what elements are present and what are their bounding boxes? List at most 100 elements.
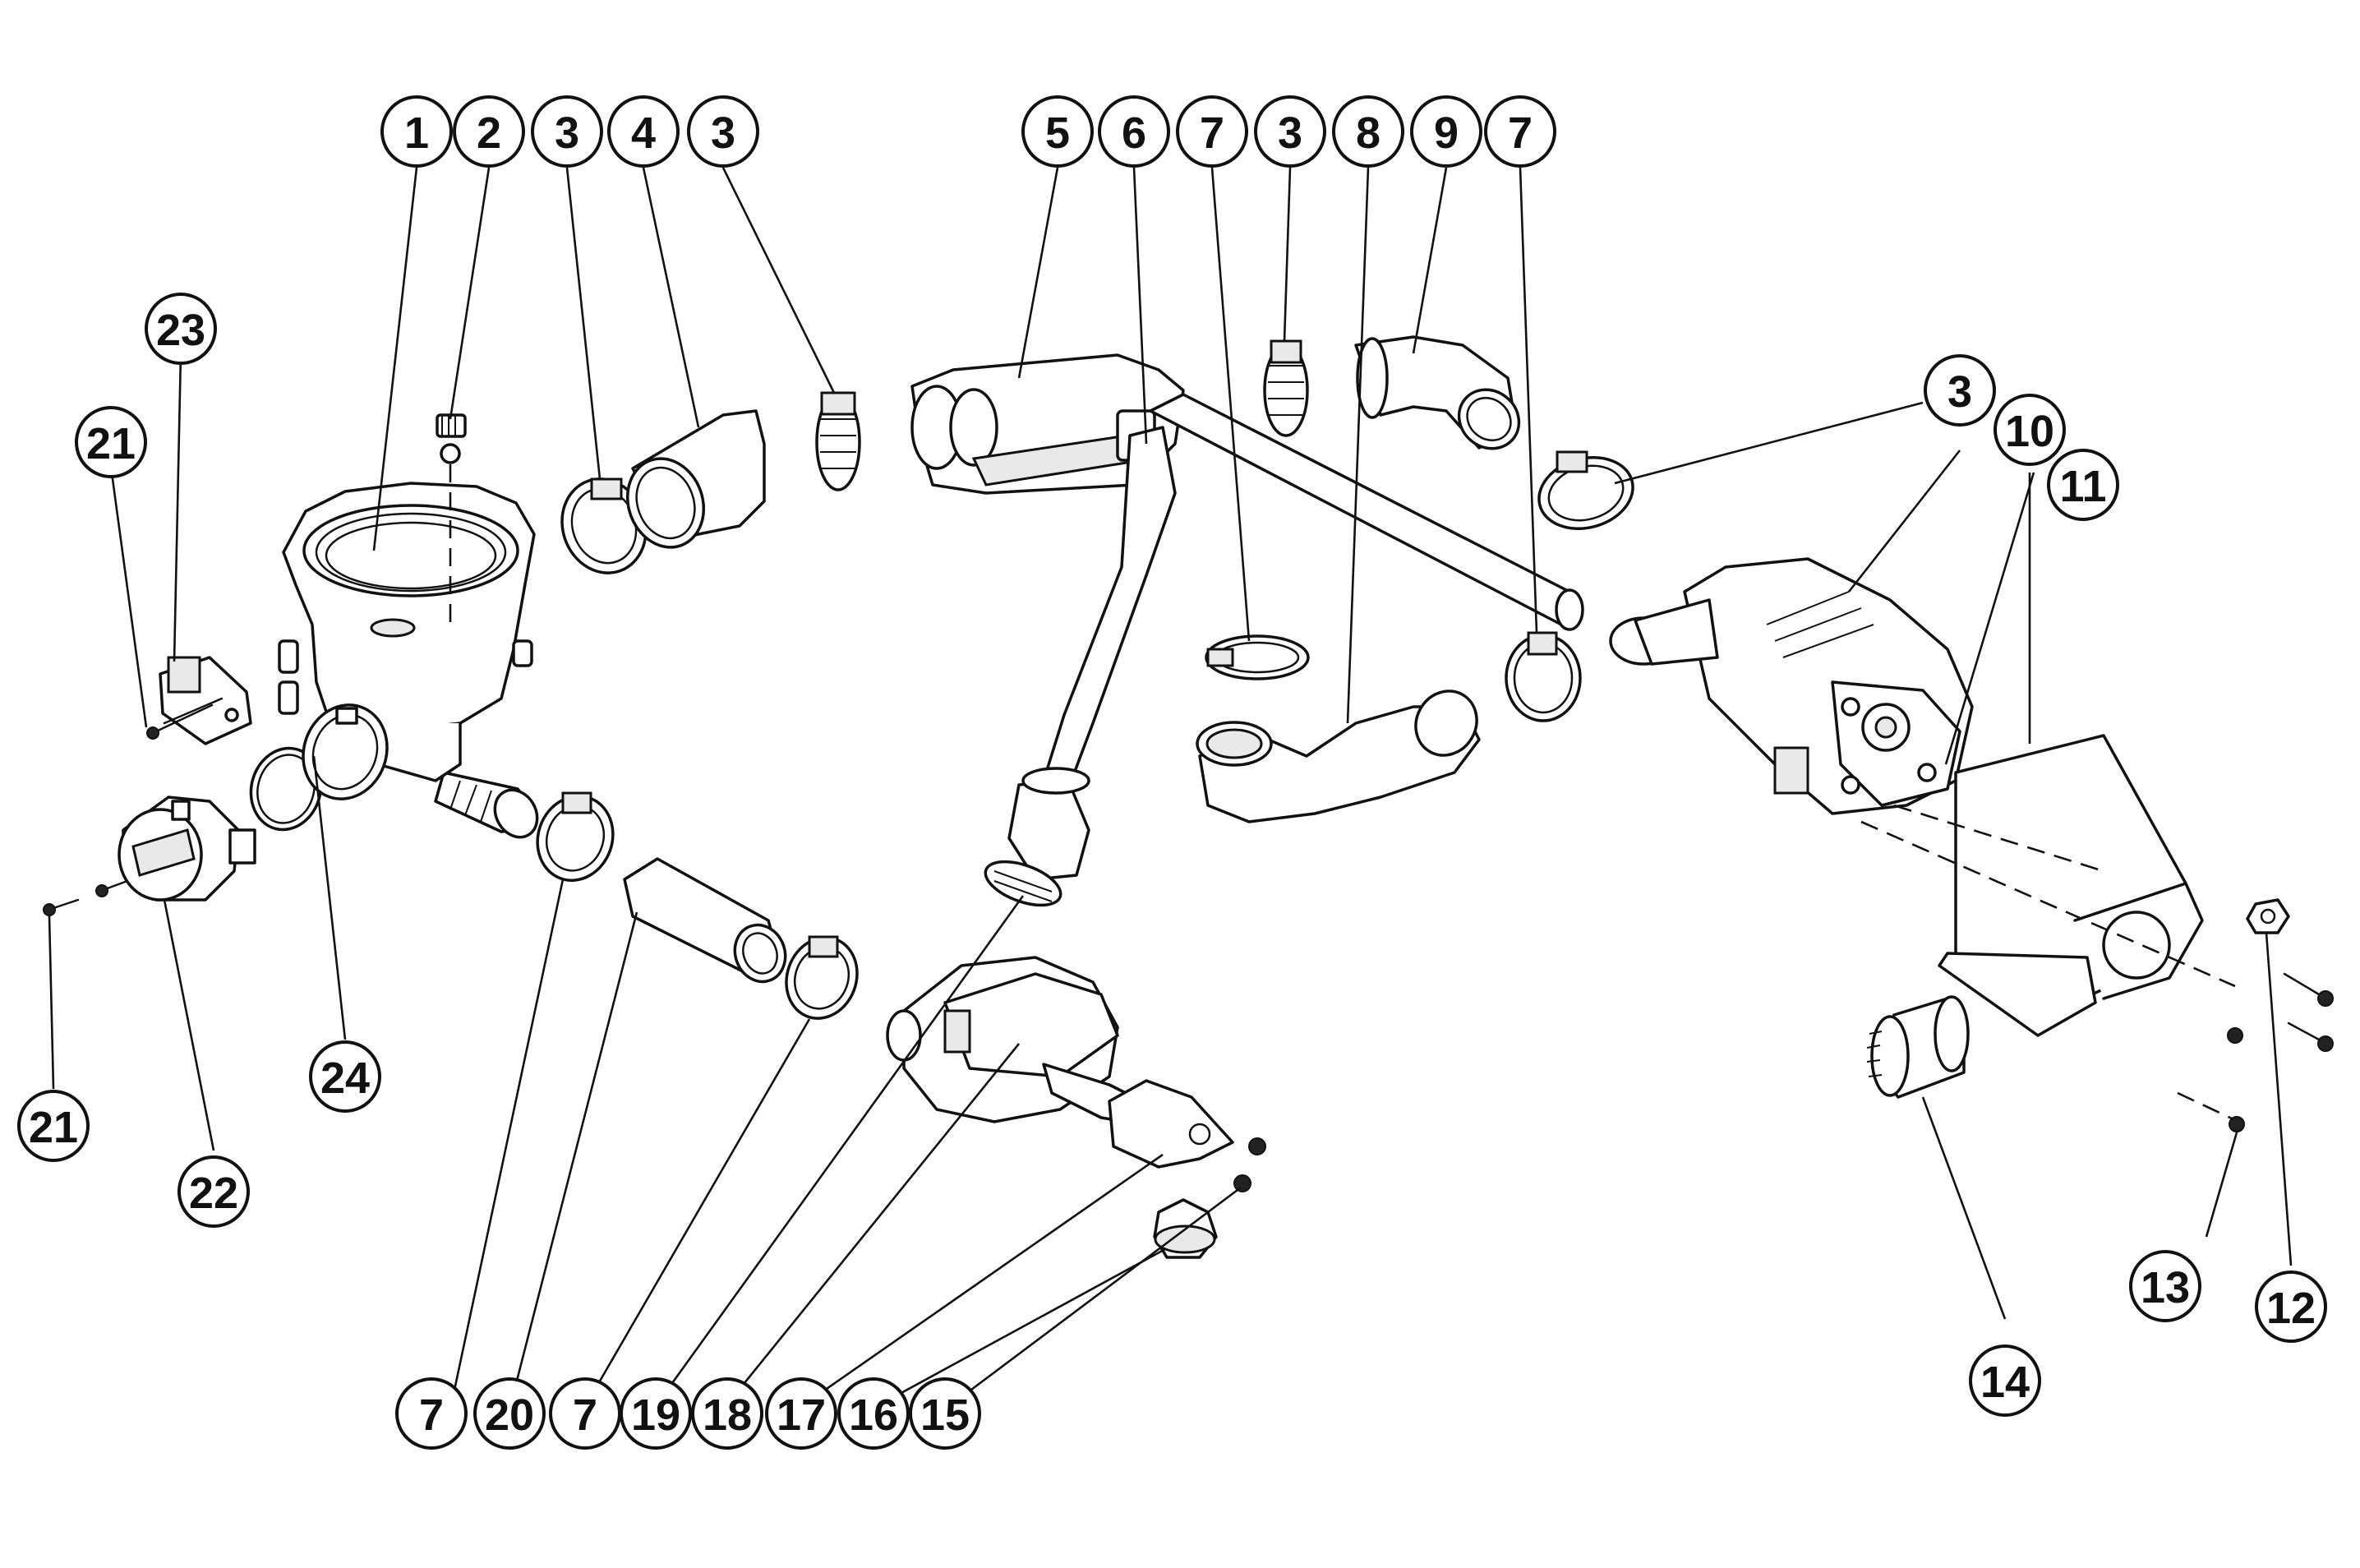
manifold-distributor <box>910 353 1185 495</box>
callout-circle <box>2129 1250 2201 1322</box>
callout-number: 10 <box>2005 407 2054 456</box>
callout-circle <box>607 95 680 168</box>
hose-clamp-7d <box>536 791 615 882</box>
callout-number: 21 <box>29 1103 78 1152</box>
callout-number: 3 <box>1278 108 1302 158</box>
callout-number: 24 <box>320 1054 370 1103</box>
callout-24: 24 <box>309 1040 381 1113</box>
callout-number: 2 <box>477 108 501 158</box>
callout-6: 6 <box>1098 95 1170 168</box>
callout-number: 23 <box>156 306 205 355</box>
callout-circle <box>2047 449 2119 521</box>
callout-number: 11 <box>2059 462 2106 511</box>
callout-number: 4 <box>631 108 656 158</box>
callout-number: 17 <box>777 1390 826 1440</box>
callout-19: 19 <box>620 1377 692 1450</box>
hose-clamp-7e <box>785 935 859 1020</box>
callout-15: 15 <box>909 1377 981 1450</box>
callout-circle <box>691 1377 763 1450</box>
callout-7: 7 <box>395 1377 468 1450</box>
callout-number: 22 <box>189 1169 238 1218</box>
callout-circle <box>2255 1271 2327 1343</box>
callout-12: 12 <box>2255 1271 2327 1343</box>
callout-number: 7 <box>573 1390 597 1440</box>
callout-10: 10 <box>1994 394 2066 466</box>
callout-circle <box>309 1040 381 1113</box>
hex-nut <box>2246 898 2290 934</box>
callout-circle <box>1254 95 1326 168</box>
callout-number: 6 <box>1122 108 1146 158</box>
callout-number: 14 <box>1980 1358 2030 1407</box>
callout-number: 19 <box>631 1390 680 1440</box>
screw-set-21 <box>43 697 224 916</box>
housing-adapter-ring <box>302 703 389 800</box>
callout-circle <box>1484 95 1556 168</box>
callout-23: 23 <box>145 293 217 365</box>
callout-circle <box>453 95 525 168</box>
elbow-hose-9 <box>1354 335 1521 450</box>
drain-hose-8 <box>1196 689 1481 823</box>
callout-number: 3 <box>1947 367 1972 417</box>
callout-number: 13 <box>2141 1263 2190 1312</box>
callout-7: 7 <box>1484 95 1556 168</box>
callout-circle <box>1410 95 1482 168</box>
callout-number: 15 <box>920 1390 970 1440</box>
callout-number: 20 <box>485 1390 534 1440</box>
callout-5: 5 <box>1021 95 1094 168</box>
callout-circle <box>1969 1344 2041 1417</box>
pipe-6 <box>1042 393 1584 791</box>
callout-circle <box>380 95 453 168</box>
callout-number: 5 <box>1045 108 1070 158</box>
callout-circle <box>145 293 217 365</box>
callout-7: 7 <box>549 1377 621 1450</box>
callout-circle <box>1924 354 1996 427</box>
hose-clamp-3d <box>1537 450 1634 531</box>
callout-circle <box>75 406 147 478</box>
callout-circle <box>909 1377 981 1450</box>
pump-motor <box>1609 557 1974 815</box>
callout-number: 12 <box>2266 1284 2316 1333</box>
hose-clamp-7 <box>984 860 1062 907</box>
hose-clamp-3c <box>1263 339 1309 437</box>
callout-number: 3 <box>711 108 735 158</box>
callout-3: 3 <box>531 95 603 168</box>
callout-4: 4 <box>607 95 680 168</box>
callout-circle <box>687 95 759 168</box>
callout-14: 14 <box>1969 1344 2041 1417</box>
callout-3: 3 <box>1924 354 1996 427</box>
callout-number: 21 <box>86 419 136 468</box>
callout-number: 9 <box>1434 108 1459 158</box>
callout-circle <box>17 1090 90 1162</box>
bent-hose-4 <box>625 409 766 549</box>
callout-circle <box>837 1377 910 1450</box>
callout-20: 20 <box>473 1377 546 1450</box>
callout-number: 1 <box>404 108 429 158</box>
hose-clamp-3b <box>815 391 861 491</box>
pump-bracket <box>1860 734 2236 1037</box>
callout-circle <box>473 1377 546 1450</box>
callout-21: 21 <box>75 406 147 478</box>
callout-circle <box>1098 95 1170 168</box>
callout-circle <box>765 1377 837 1450</box>
callout-circle <box>395 1377 468 1450</box>
callout-circle <box>531 95 603 168</box>
callout-circle <box>1994 394 2066 466</box>
callout-13: 13 <box>2129 1250 2201 1322</box>
callout-16: 16 <box>837 1377 910 1450</box>
callout-3: 3 <box>687 95 759 168</box>
callout-number: 7 <box>1508 108 1533 158</box>
callout-2: 2 <box>453 95 525 168</box>
callout-number: 7 <box>419 1390 444 1440</box>
callout-circle <box>620 1377 692 1450</box>
level-switch <box>118 796 256 902</box>
callout-18: 18 <box>691 1377 763 1450</box>
callout-3: 3 <box>1254 95 1326 168</box>
callout-circle <box>1021 95 1094 168</box>
capacitor <box>1866 995 1970 1099</box>
callout-number: 18 <box>703 1390 752 1440</box>
callout-1: 1 <box>380 95 453 168</box>
hose-clamp-7b <box>1205 634 1310 680</box>
callout-9: 9 <box>1410 95 1482 168</box>
callout-22: 22 <box>177 1155 250 1228</box>
